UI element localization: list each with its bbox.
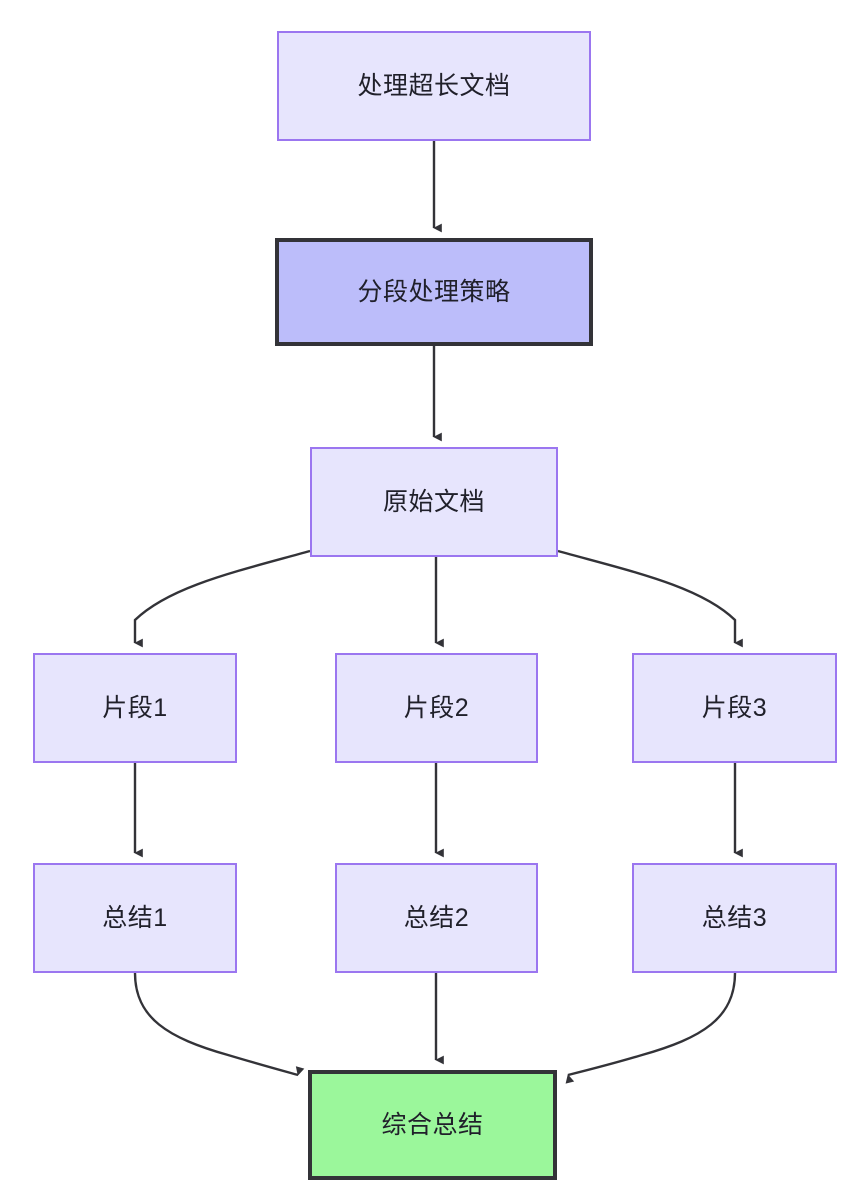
edge-n3-to-n6 <box>557 549 743 648</box>
edge-n9-to-n10 <box>565 972 737 1084</box>
node-label-n9: 总结3 <box>701 904 768 932</box>
node-label-n2: 分段处理策略 <box>357 278 511 306</box>
node-n3[interactable]: 原始文档 <box>310 447 558 557</box>
node-label-n5: 片段2 <box>403 694 470 722</box>
node-n2[interactable]: 分段处理策略 <box>275 238 593 346</box>
node-n4[interactable]: 片段1 <box>33 653 237 763</box>
edge-n7-to-n10 <box>133 972 305 1077</box>
node-label-n3: 原始文档 <box>382 488 485 516</box>
node-label-n4: 片段1 <box>102 694 168 722</box>
node-n5[interactable]: 片段2 <box>335 653 538 763</box>
node-label-n6: 片段3 <box>701 694 768 722</box>
node-n1[interactable]: 处理超长文档 <box>277 31 591 141</box>
node-n8[interactable]: 总结2 <box>335 863 538 973</box>
node-label-n10: 综合总结 <box>381 1111 484 1139</box>
node-n7[interactable]: 总结1 <box>33 863 237 973</box>
node-label-n7: 总结1 <box>102 904 168 932</box>
edges-group <box>133 141 743 1084</box>
node-n9[interactable]: 总结3 <box>632 863 837 973</box>
edge-n3-to-n4 <box>133 549 311 648</box>
node-label-n1: 处理超长文档 <box>357 72 511 100</box>
node-n6[interactable]: 片段3 <box>632 653 837 763</box>
node-label-n8: 总结2 <box>403 904 470 932</box>
node-n10[interactable]: 综合总结 <box>308 1070 557 1180</box>
